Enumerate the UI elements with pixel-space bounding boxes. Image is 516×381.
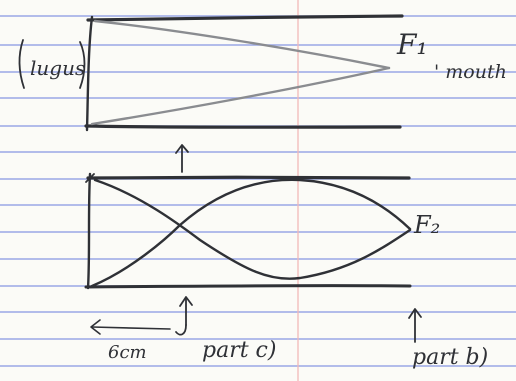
f1-wave-upper bbox=[93, 19, 391, 70]
tube-f2-closed-end bbox=[86, 172, 92, 290]
f2-wave-b bbox=[90, 178, 412, 288]
f2-wave-a bbox=[93, 178, 412, 280]
tube-f1 bbox=[18, 14, 404, 132]
part-b-label: part b) bbox=[412, 345, 488, 370]
arrow-middle bbox=[175, 144, 189, 173]
bracket-left bbox=[18, 39, 25, 89]
tube-f1-closed-end bbox=[85, 15, 94, 132]
arrow-part-c bbox=[175, 296, 193, 336]
lugus-label: lugus bbox=[30, 56, 85, 80]
arrow-part-b bbox=[408, 308, 422, 343]
tube-f1-bottom-wall bbox=[84, 124, 402, 129]
f2-label: F₂ bbox=[413, 211, 440, 239]
f1-label: F₁ bbox=[396, 28, 428, 61]
f1-note: ' mouth bbox=[434, 61, 507, 83]
bracket-right bbox=[79, 41, 86, 89]
tube-f2-mark bbox=[85, 173, 95, 183]
measure-label: 6cm bbox=[108, 342, 147, 363]
part-c-label: part c) bbox=[202, 338, 276, 363]
f1-wave-lower bbox=[90, 66, 391, 126]
tube-f2-bottom-wall bbox=[84, 284, 412, 289]
measure-arrow bbox=[90, 319, 171, 335]
tube-f2 bbox=[84, 172, 412, 290]
tube-f1-top-wall bbox=[86, 14, 404, 22]
tube-f2-top-wall bbox=[86, 175, 411, 180]
